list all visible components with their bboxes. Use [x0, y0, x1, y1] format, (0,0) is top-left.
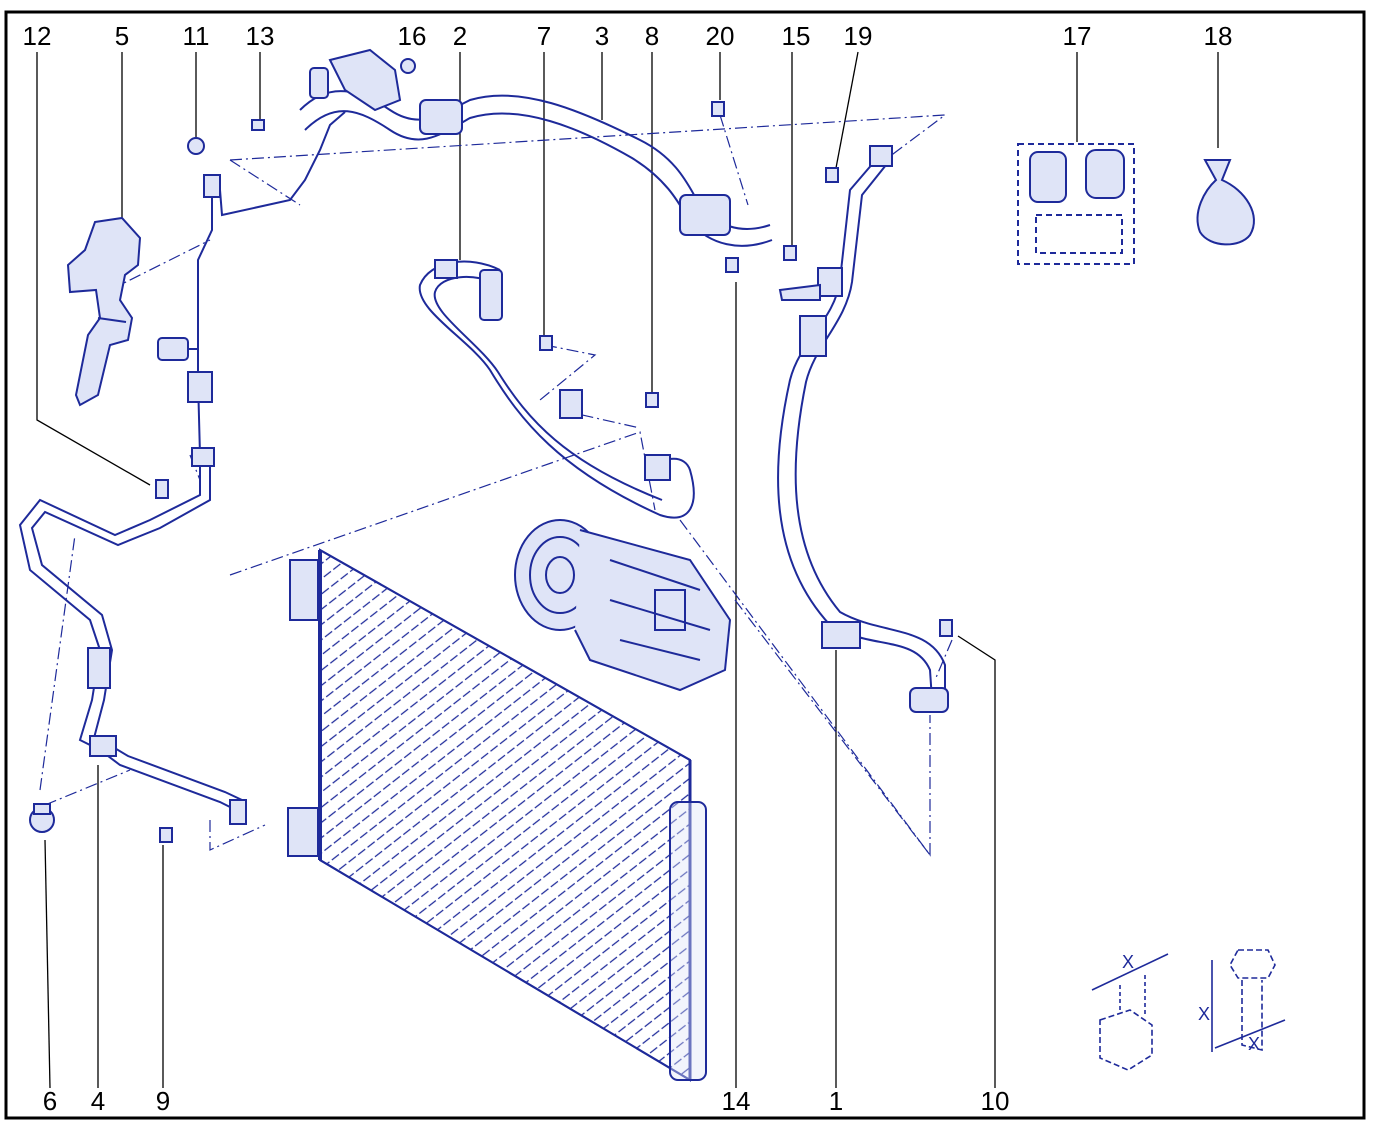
- callout-16: 16: [398, 21, 427, 51]
- callout-3: 3: [595, 21, 609, 51]
- dimension-x-bolt-diameter: X: [1248, 1034, 1260, 1054]
- callout-12: 12: [23, 21, 52, 51]
- bolt-15: [783, 245, 797, 261]
- bolt-12: [155, 479, 169, 499]
- bolt-13: [251, 119, 265, 131]
- leader-lines: [36, 51, 1219, 1089]
- callout-17: 17: [1063, 21, 1092, 51]
- dimension-x-nut: X: [1122, 952, 1134, 972]
- part-4-pipe: [18, 465, 247, 825]
- callout-20: 20: [706, 21, 735, 51]
- part-3-hose: [299, 48, 773, 247]
- dimension-x-bolt-height: X: [1198, 1004, 1210, 1024]
- callout-15: 15: [782, 21, 811, 51]
- bolt-7: [539, 335, 553, 351]
- callout-6: 6: [43, 1086, 57, 1116]
- bolt-20: [711, 101, 725, 117]
- bolt-8: [645, 392, 659, 408]
- part-1-hose: [777, 145, 949, 713]
- callout-13: 13: [246, 21, 275, 51]
- part-6-pressure-switch: [29, 803, 55, 833]
- pressure-sensor: [157, 337, 198, 361]
- part-2-hose: [418, 259, 695, 519]
- leader-10: [957, 635, 996, 1088]
- assembly-lines: [39, 67, 953, 857]
- callout-18: 18: [1204, 21, 1233, 51]
- nut-outline: [1099, 1009, 1153, 1071]
- callout-10: 10: [981, 1086, 1010, 1116]
- callout-8: 8: [645, 21, 659, 51]
- callout-2: 2: [453, 21, 467, 51]
- part-17-valve-cap-kit: [1017, 143, 1135, 265]
- leader-19: [835, 51, 859, 169]
- callout-11: 11: [183, 21, 210, 51]
- part-18-oil-bottle: [1196, 159, 1255, 246]
- callout-14: 14: [722, 1086, 751, 1116]
- bolt-10: [939, 619, 953, 637]
- part-16-nut: [400, 58, 416, 74]
- bolts: [155, 101, 953, 843]
- bolt-9: [159, 827, 173, 843]
- part-11-nut: [187, 137, 205, 155]
- callout-19: 19: [844, 21, 873, 51]
- leader-6: [44, 839, 51, 1089]
- callout-7: 7: [537, 21, 551, 51]
- part-5-mounting-bracket: [66, 216, 142, 407]
- bolt-19: [825, 167, 839, 183]
- callout-1: 1: [829, 1086, 843, 1116]
- bolt-14: [725, 257, 739, 273]
- callout-9: 9: [156, 1086, 170, 1116]
- compressor: [514, 519, 732, 692]
- part-13-pipe: [187, 111, 346, 467]
- condenser: [287, 548, 707, 1082]
- callout-4: 4: [91, 1086, 105, 1116]
- callout-5: 5: [115, 21, 129, 51]
- leader-12: [36, 52, 151, 486]
- callout-labels: 12 5 11 13 16 2 7 3 8 20 15 19 17 18 6 4…: [23, 21, 1233, 1116]
- bolt-outline: [1229, 949, 1276, 979]
- tightening-detail: [1091, 949, 1286, 1071]
- diagram-frame: [4, 10, 1366, 1120]
- dimension-labels: X X X: [1122, 952, 1260, 1054]
